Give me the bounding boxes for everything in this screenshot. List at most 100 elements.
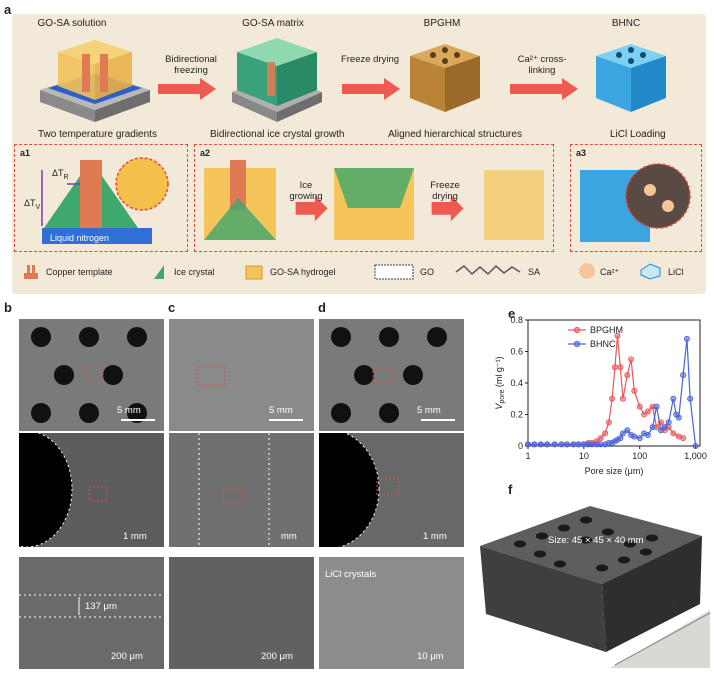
arrow-2-label: Freeze drying [340, 54, 400, 65]
series-point-bpghm [611, 364, 618, 371]
series-point-bhnc [537, 441, 544, 448]
x-tick-label: 10 [579, 451, 589, 461]
series-point-bhnc [661, 424, 668, 431]
a2-label: a2 [200, 148, 211, 158]
a1-label: a1 [20, 148, 31, 158]
series-point-bpghm [597, 435, 604, 442]
series-point-bhnc [575, 441, 582, 448]
series-point-bhnc [653, 403, 660, 410]
series-point-bhnc [649, 424, 656, 431]
b-sem-top: 5 mm [18, 318, 165, 432]
series-point-bhnc [570, 441, 577, 448]
b-scalebar-1 [121, 419, 155, 421]
d-scale-1: 5 mm [417, 405, 441, 416]
c-sem-top: 5 mm [168, 318, 315, 432]
legend-label-bhnc: BHNC [590, 339, 616, 349]
legend-go-sa-hydrogel: GO-SA hydrogel [270, 267, 336, 277]
stage-title-3: BPGHM [423, 18, 461, 29]
a1-tv: ΔTV [24, 198, 41, 211]
ca-icon [579, 263, 595, 279]
series-point-bpghm [624, 372, 631, 379]
a1-title: Two temperature gradients [38, 129, 157, 140]
b-scale-1: 5 mm [117, 405, 141, 416]
d-sem-mid: 1 mm [318, 432, 465, 548]
arrow-1-label: Bidirectional freezing [165, 54, 217, 76]
stage-title-4: BHNC [611, 18, 641, 29]
series-point-bpghm [605, 419, 612, 426]
series-point-bpghm [617, 364, 624, 371]
series-point-bhnc [551, 441, 558, 448]
a1-illustration [41, 157, 169, 244]
y-tick-label: 0.8 [510, 315, 523, 325]
arrow-2-icon [342, 78, 400, 100]
x-tick-label: 100 [632, 451, 647, 461]
panel-d-letter: d [318, 300, 326, 315]
stage-title-2: GO-SA matrix [242, 18, 304, 29]
go-icon [374, 264, 414, 280]
a3-illustration [580, 163, 691, 242]
d-sem-bottom: LiCl crystals 10 μm [318, 556, 465, 670]
legend-marker-bpghm [573, 326, 581, 334]
c-sem-bottom: 200 μm [168, 556, 315, 670]
series-point-bhnc [665, 419, 672, 426]
a2-title-left: Bidirectional ice crystal growth [210, 129, 345, 140]
copper-template-icon [24, 265, 38, 279]
b-scale-2: 1 mm [123, 531, 147, 542]
a2-arrow2-label: Freeze drying [430, 180, 460, 202]
d-scalebar-1 [421, 419, 455, 421]
bhnc-illustration [596, 44, 666, 112]
series-point-bpghm [670, 430, 677, 437]
a3-title: LiCl Loading [610, 129, 666, 140]
c-scale-3: 200 μm [261, 651, 293, 662]
c-scalebar-1 [269, 419, 303, 421]
legend-licl: LiCl [668, 267, 684, 277]
series-point-bhnc [544, 441, 551, 448]
series-point-bpghm [614, 332, 621, 339]
c-sem-mid: mm [168, 432, 315, 548]
series-point-bhnc [619, 430, 626, 437]
f-size-text: Size: 45 × 45 × 40 mm [548, 535, 644, 546]
series-point-bhnc [558, 441, 565, 448]
a1-tr: ΔTR [52, 168, 69, 181]
y-tick-label: 0.4 [510, 378, 523, 388]
b-sem-bottom: 137 μm 200 μm [18, 556, 165, 670]
a3-label: a3 [576, 148, 587, 158]
ice-crystal-icon [154, 265, 164, 279]
legend-ca: Ca²⁺ [600, 267, 620, 277]
series-point-bhnc [670, 395, 677, 402]
arrow-3-icon [510, 78, 578, 100]
series-point-bhnc [631, 433, 638, 440]
b-measure: 137 μm [85, 601, 117, 612]
d-annotation: LiCl crystals [325, 569, 377, 580]
licl-icon [640, 263, 661, 280]
go-sa-hydrogel-icon [245, 265, 263, 280]
c-scale-2: mm [281, 531, 297, 542]
a3-box [570, 144, 702, 252]
series-point-bhnc [683, 335, 690, 342]
series-point-bpghm [602, 430, 609, 437]
y-axis-label: Vpore (ml g⁻¹) [494, 356, 506, 409]
x-tick-label: 1,000 [684, 451, 707, 461]
series-point-bpghm [609, 395, 616, 402]
panel-f-letter: f [508, 482, 513, 497]
panel-e-letter: e [508, 306, 516, 321]
sa-icon [455, 264, 521, 276]
legend-marker-bhnc [573, 340, 581, 348]
series-point-bpghm [680, 435, 687, 442]
series-point-bhnc [531, 441, 538, 448]
go-sa-matrix-illustration [232, 38, 322, 122]
x-tick-label: 1 [525, 451, 530, 461]
bhnc-photo [480, 506, 710, 668]
go-sa-solution-illustration [40, 40, 150, 122]
panel-b-letter: b [4, 300, 12, 315]
series-point-bhnc [644, 431, 651, 438]
arrow-3-label: Ca²⁺ cross-linking [517, 54, 567, 76]
series-point-bhnc [692, 442, 699, 449]
y-tick-label: 0 [518, 441, 523, 451]
legend-go: GO [420, 267, 435, 277]
series-point-bhnc [680, 372, 687, 379]
y-tick-label: 0.6 [510, 347, 523, 357]
series-point-bpghm [636, 403, 643, 410]
series-point-bpghm [644, 408, 651, 415]
legend-label-bpghm: BPGHM [590, 325, 623, 335]
